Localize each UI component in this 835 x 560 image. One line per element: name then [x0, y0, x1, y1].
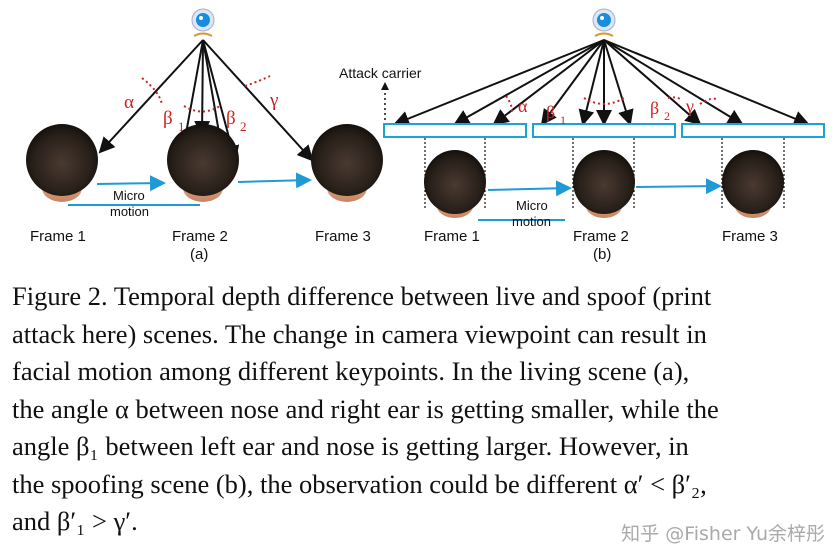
angle-arcs	[141, 75, 271, 113]
micro-motion-label-1: Micro	[516, 198, 548, 213]
angle-beta1-prime: β	[546, 102, 555, 122]
angle-beta1-prime-sub: 1	[560, 113, 566, 127]
angle-beta2-sub: 2	[240, 119, 247, 134]
angle-alpha: α	[124, 92, 134, 113]
caption-line: angle β₁ between left ear and nose is ge…	[12, 431, 689, 461]
frame-label-2: Frame 2	[573, 228, 629, 245]
head-frame-2	[573, 150, 635, 218]
head-frame-3	[722, 150, 784, 218]
caption-line: and β′₁ > γ′.	[12, 506, 138, 536]
view-arrows	[393, 39, 810, 127]
angle-beta1-sub: 1	[178, 119, 185, 134]
caption-line: facial motion among different keypoints.…	[12, 356, 690, 386]
angle-beta2-prime: β	[650, 98, 659, 118]
frame-label-3: Frame 3	[722, 228, 778, 245]
micro-motion-label-2: motion	[110, 204, 149, 219]
frame-label-1: Frame 1	[424, 228, 480, 245]
angle-beta1: β	[163, 108, 173, 129]
frame-label-1: Frame 1	[30, 228, 86, 245]
head-frame-3	[311, 124, 383, 202]
panel-b: Attack carrier α β 1 β 2 γ	[339, 8, 825, 263]
head-frame-1	[26, 124, 98, 202]
head-images	[26, 124, 383, 202]
frame-label-2: Frame 2	[172, 228, 228, 245]
angle-arcs	[505, 95, 719, 113]
figure-2: α β 1 β 2 γ Micro	[26, 8, 825, 263]
caption-line: the angle α between nose and right ear i…	[12, 393, 719, 424]
attack-carrier-label: Attack carrier	[339, 65, 422, 81]
caption-line: Figure 2. Temporal depth difference betw…	[12, 281, 712, 311]
angle-gamma: γ	[269, 90, 278, 111]
frame-label-3: Frame 3	[315, 228, 371, 245]
motion-arrows	[478, 178, 722, 221]
micro-motion-label-2: motion	[512, 214, 551, 229]
attack-carrier-pointer	[381, 82, 389, 120]
panel-label-a: (a)	[190, 246, 208, 263]
angle-beta2-prime-sub: 2	[664, 109, 670, 123]
camera-icon	[191, 8, 215, 37]
head-frame-1	[424, 150, 486, 218]
caption-line: attack here) scenes. The change in camer…	[12, 318, 707, 349]
motion-arrows	[68, 172, 312, 206]
head-frame-2	[167, 124, 239, 202]
angle-labels: α β 1 β 2 γ	[518, 96, 694, 127]
attack-carrier-bars	[383, 123, 825, 138]
head-images	[424, 150, 784, 218]
angle-alpha-prime: α	[518, 96, 528, 116]
camera-icon	[592, 8, 616, 37]
micro-motion-label-1: Micro	[113, 188, 145, 203]
angle-gamma-prime: γ	[685, 96, 694, 116]
view-arrows	[98, 39, 314, 162]
panel-a: α β 1 β 2 γ Micro	[26, 8, 383, 263]
angle-beta2: β	[226, 108, 236, 129]
angle-labels: α β 1 β 2 γ	[124, 90, 278, 134]
caption-line: the spoofing scene (b), the observation …	[12, 468, 707, 499]
watermark: 知乎 @Fisher Yu余梓彤	[621, 523, 825, 545]
panel-label-b: (b)	[593, 246, 611, 263]
figure-caption: Figure 2. Temporal depth difference betw…	[12, 278, 824, 541]
